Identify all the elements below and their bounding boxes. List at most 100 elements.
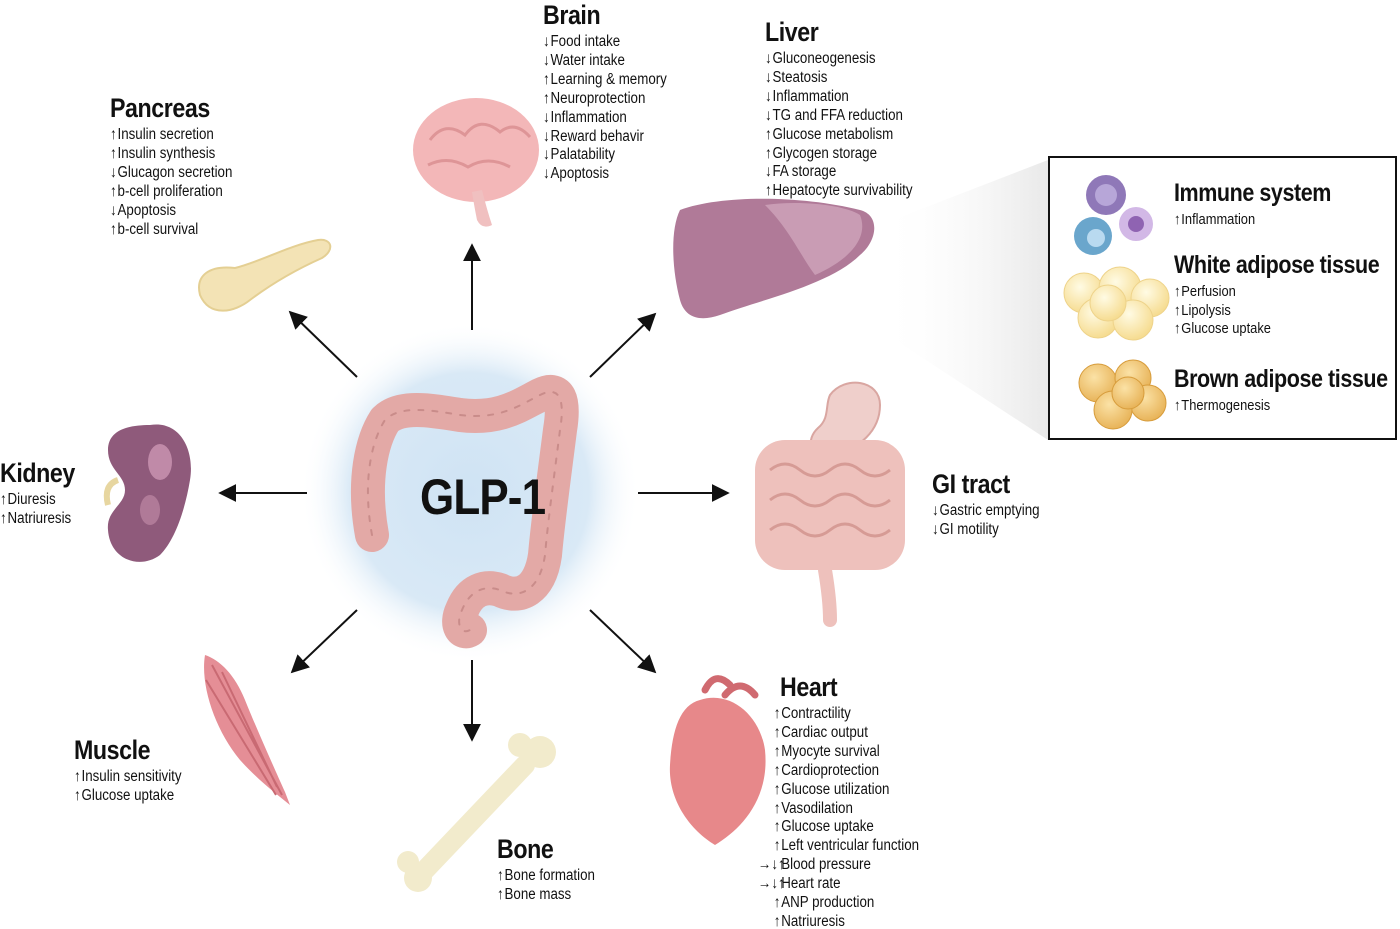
- brain-illustration: [413, 98, 539, 227]
- up-arrow-icon: ↑: [110, 220, 117, 238]
- effect-text: Apoptosis: [117, 201, 177, 219]
- effect-item: ↓FA storage: [765, 163, 913, 182]
- effect-text: Glucagon secretion: [117, 163, 233, 181]
- up-arrow-icon: ↑: [773, 780, 781, 798]
- up-arrow-icon: ↑: [1174, 301, 1181, 319]
- effect-item: ↑Diuresis: [0, 491, 75, 510]
- heart-title: Heart: [780, 672, 838, 702]
- up-arrow-icon: ↑: [497, 885, 504, 903]
- effect-text: Inflammation: [1181, 211, 1256, 228]
- effect-item: ↓Palatability: [543, 146, 667, 165]
- adipose-immune-inset: Immune system ↑Inflammation White adipos…: [1048, 156, 1397, 440]
- muscle-label-group: Muscle ↑Insulin sensitivity↑Glucose upta…: [74, 735, 199, 806]
- down-arrow-icon: ↓: [765, 106, 772, 124]
- effect-item: ↑b-cell proliferation: [110, 183, 232, 202]
- effect-text: Inflammation: [772, 87, 849, 105]
- effect-item: ↑Cardioprotection: [758, 762, 919, 781]
- down-arrow-icon: ↓: [110, 201, 117, 219]
- effect-text: Food intake: [550, 33, 621, 50]
- up-arrow-icon: ↑: [773, 894, 781, 912]
- effect-text: Gluconeogenesis: [772, 50, 876, 67]
- kidney-label-group: Kidney ↑Diuresis↑Natriuresis: [0, 458, 87, 529]
- effect-item: ↑Bone formation: [497, 867, 595, 886]
- effect-item: ↓Food intake: [543, 33, 667, 52]
- effect-text: Palatability: [550, 146, 615, 164]
- inset-cell-artwork: [1063, 175, 1170, 430]
- up-arrow-icon: ↑: [1174, 283, 1181, 300]
- effect-item: ↑Neuroprotection: [543, 90, 667, 109]
- effect-text: Insulin secretion: [117, 126, 214, 143]
- effect-item: ↓Inflammation: [543, 109, 667, 128]
- effect-item: ↑Bone mass: [497, 886, 595, 905]
- effect-text: Hepatocyte survivability: [772, 182, 913, 200]
- effect-item: ↑Vasodilation: [758, 800, 919, 819]
- effect-item: ↓Steatosis: [765, 69, 913, 88]
- pancreas-illustration: [198, 238, 332, 312]
- effect-text: Learning & memory: [550, 70, 667, 88]
- effect-text: TG and FFA reduction: [772, 106, 903, 124]
- up-arrow-icon: ↑: [1174, 397, 1181, 414]
- down-arrow-icon: ↓: [765, 163, 772, 181]
- effect-text: Lipolysis: [1181, 301, 1231, 319]
- gi-title: GI tract: [932, 469, 1010, 499]
- effect-text: Myocyte survival: [781, 742, 880, 760]
- effect-item: ↓Glucagon secretion: [110, 164, 232, 183]
- up-arrow-icon: ↑: [497, 867, 504, 884]
- effect-text: Cardiac output: [781, 723, 868, 741]
- effect-text: FA storage: [772, 163, 837, 181]
- bone-title: Bone: [497, 834, 554, 864]
- up-arrow-icon: ↑: [773, 761, 781, 779]
- muscle-effects: ↑Insulin sensitivity↑Glucose uptake: [74, 768, 199, 806]
- up-arrow-icon: ↑: [74, 768, 81, 785]
- down-arrow-icon: ↓: [932, 502, 939, 519]
- effect-item: ↑Hepatocyte survivability: [765, 182, 913, 201]
- effect-item: ↑Learning & memory: [543, 71, 667, 90]
- heart-effects: ↑Contractility↑Cardiac output↑Myocyte su…: [758, 705, 945, 929]
- down-arrow-icon: ↓: [543, 165, 550, 183]
- effect-item: ↑ANP production: [758, 894, 919, 913]
- effect-text: Inflammation: [550, 108, 627, 126]
- gi-effects: ↓Gastric emptying↓GI motility: [932, 502, 1057, 540]
- up-arrow-icon: ↑: [110, 144, 117, 162]
- effect-text: Insulin sensitivity: [81, 768, 182, 785]
- effect-text: Glucose utilization: [781, 780, 890, 798]
- muscle-title: Muscle: [74, 735, 151, 765]
- pancreas-title: Pancreas: [110, 93, 210, 123]
- effect-text: Thermogenesis: [1181, 397, 1271, 414]
- effect-text: Diuresis: [7, 491, 56, 508]
- effect-text: Glucose uptake: [81, 786, 175, 804]
- wat-label-group: White adipose tissue ↑Perfusion↑Lipolysi…: [1174, 250, 1400, 339]
- effect-item: →↓↑Heart rate: [758, 875, 919, 894]
- effect-text: ANP production: [781, 894, 875, 912]
- effect-item: ↑Glucose utilization: [758, 781, 919, 800]
- effect-text: Glucose uptake: [781, 818, 874, 836]
- effect-text: b-cell survival: [117, 220, 199, 238]
- effect-item: →↓↑Blood pressure: [758, 856, 919, 875]
- effect-text: Contractility: [781, 705, 851, 722]
- effect-item: ↓Water intake: [543, 52, 667, 71]
- effect-text: Left ventricular function: [781, 837, 920, 855]
- down-arrow-icon: ↓: [543, 127, 550, 145]
- bat-label-group: Brown adipose tissue ↑Thermogenesis: [1174, 364, 1400, 416]
- effect-text: Blood pressure: [781, 856, 871, 874]
- effect-item: ↑Inflammation: [1174, 211, 1331, 230]
- effect-text: Vasodilation: [781, 799, 853, 817]
- effect-text: Perfusion: [1181, 283, 1236, 300]
- up-arrow-icon: ↑: [765, 144, 772, 162]
- effect-item: ↑Glucose uptake: [758, 818, 919, 837]
- glp1-center-label: GLP-1: [420, 469, 546, 525]
- heart-illustration: [669, 675, 766, 845]
- effect-item: ↑Cardiac output: [758, 724, 919, 743]
- immune-label-group: Immune system ↑Inflammation: [1174, 178, 1356, 230]
- gi-tract-illustration: [755, 381, 905, 627]
- effect-text: Reward behavir: [550, 127, 644, 145]
- effect-text: Steatosis: [772, 68, 828, 86]
- pancreas-label-group: Pancreas ↑Insulin secretion↑Insulin synt…: [110, 93, 252, 239]
- inset-projection-beam: [880, 160, 1048, 440]
- down-arrow-icon: ↓: [543, 51, 550, 69]
- down-arrow-icon: ↓: [765, 50, 772, 67]
- effect-item: ↓GI motility: [932, 521, 1040, 540]
- muscle-illustration: [204, 655, 290, 805]
- effect-item: ↑Natriuresis: [758, 913, 919, 929]
